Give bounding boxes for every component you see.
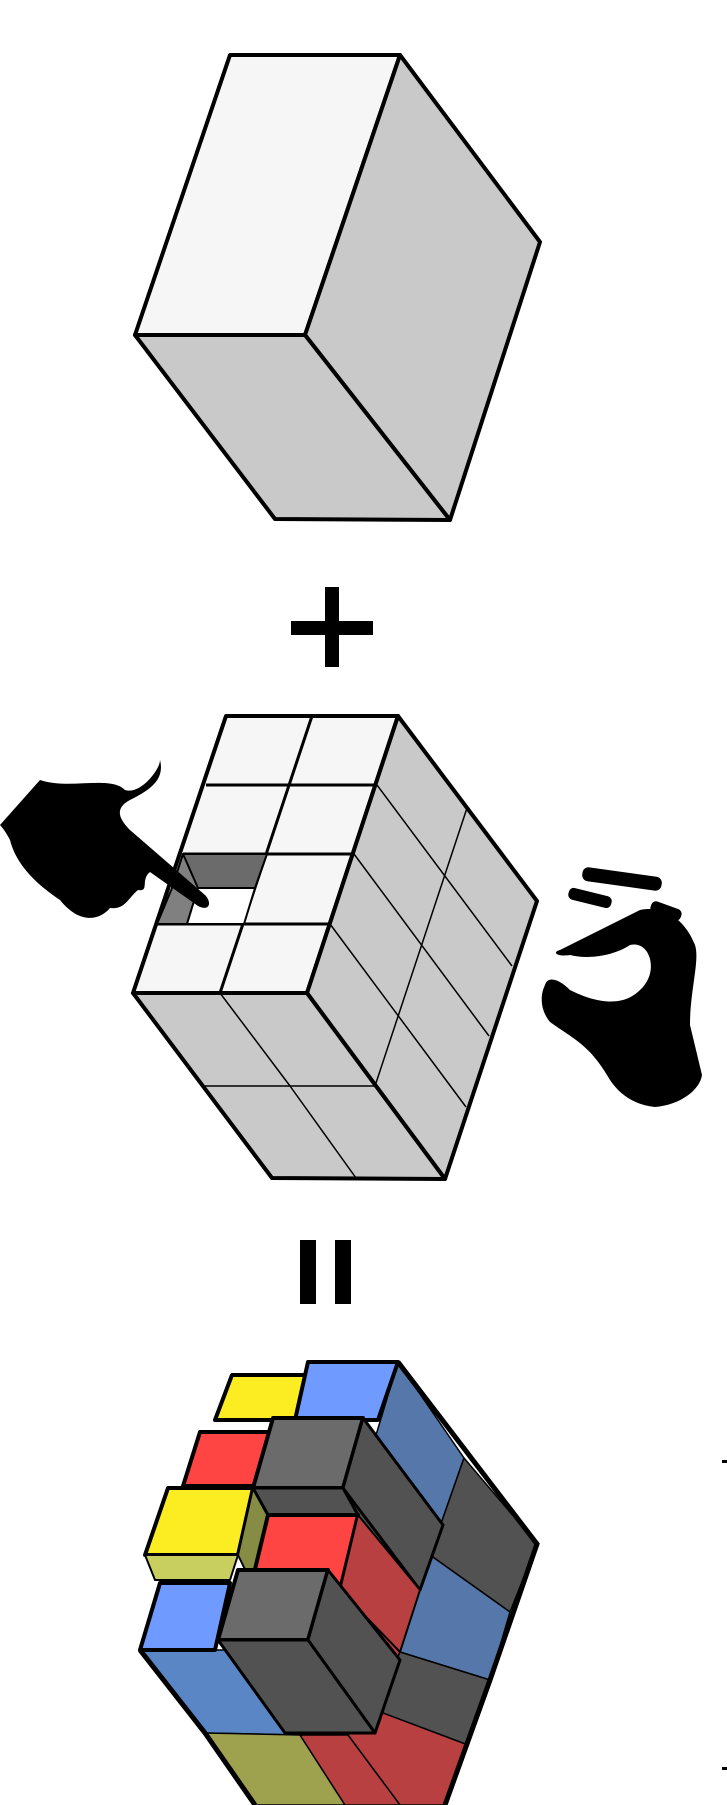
plus-icon <box>291 587 373 667</box>
rubiks-cube-icon <box>140 1362 537 1805</box>
pinching-hand-icon <box>542 867 702 1107</box>
box-icon <box>135 55 540 520</box>
edge-marks <box>722 1460 727 1770</box>
grid-box-icon <box>133 716 537 1179</box>
equals-icon <box>300 1240 351 1304</box>
